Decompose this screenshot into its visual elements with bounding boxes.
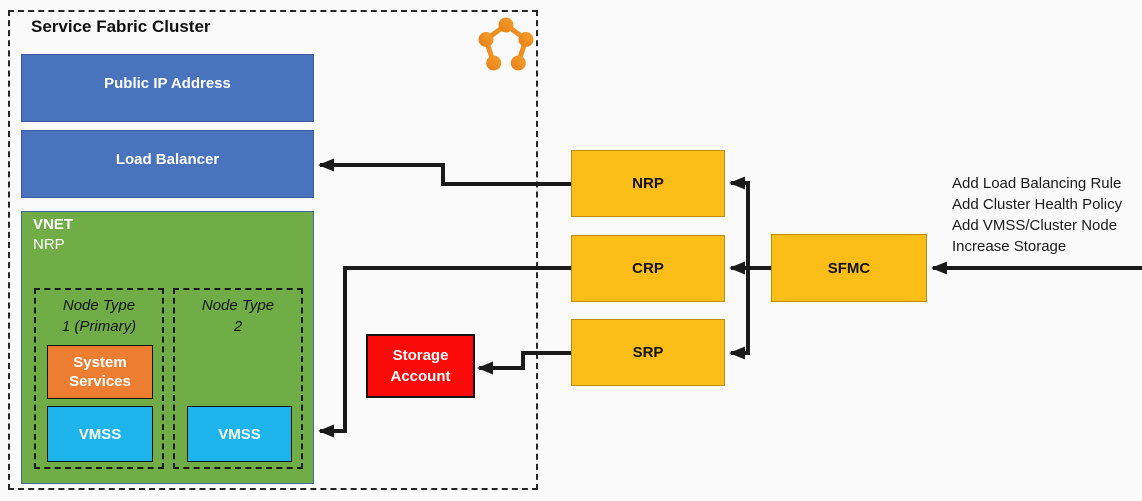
- nrp-box: NRP: [571, 150, 725, 217]
- annotation-list: Add Load Balancing Rule Add Cluster Heal…: [952, 173, 1122, 257]
- arrow-sfmc-to-srp: [729, 266, 750, 360]
- annotation-line: Increase Storage: [952, 238, 1067, 255]
- cluster-title: Service Fabric Cluster: [31, 17, 211, 36]
- node-type-2-box: Node Type 2 VMSS: [173, 288, 303, 469]
- cluster-boundary: [8, 10, 538, 490]
- annotation-line: Add VMSS/Cluster Node: [952, 217, 1118, 234]
- service-fabric-icon: [478, 17, 534, 71]
- srp-box: SRP: [571, 319, 725, 386]
- system-services-box: System Services: [47, 345, 153, 399]
- annotation-line: Add Cluster Health Policy: [952, 196, 1123, 213]
- load-balancer-box: Load Balancer: [21, 130, 314, 198]
- crp-box: CRP: [571, 235, 725, 302]
- storage-account-box: Storage Account: [366, 334, 475, 398]
- annotation-line: Add Load Balancing Rule: [952, 175, 1122, 192]
- arrow-sfmc-to-nrp: [729, 176, 750, 270]
- vnet-box: VNET NRP Node Type 1 (Primary) System Se…: [21, 211, 314, 484]
- node-type-1-label: Node Type 1 (Primary): [61, 297, 137, 335]
- vmss-box-node1: VMSS: [47, 406, 153, 462]
- vnet-label: VNET: [33, 216, 74, 233]
- vmss-box-node2: VMSS: [187, 406, 292, 462]
- sfmc-box: SFMC: [771, 234, 927, 302]
- vnet-provider-label: NRP: [33, 236, 65, 253]
- public-ip-address-box: Public IP Address: [21, 54, 314, 122]
- node-type-1-box: Node Type 1 (Primary) System Services VM…: [34, 288, 164, 469]
- node-type-2-label: Node Type 2: [201, 297, 275, 335]
